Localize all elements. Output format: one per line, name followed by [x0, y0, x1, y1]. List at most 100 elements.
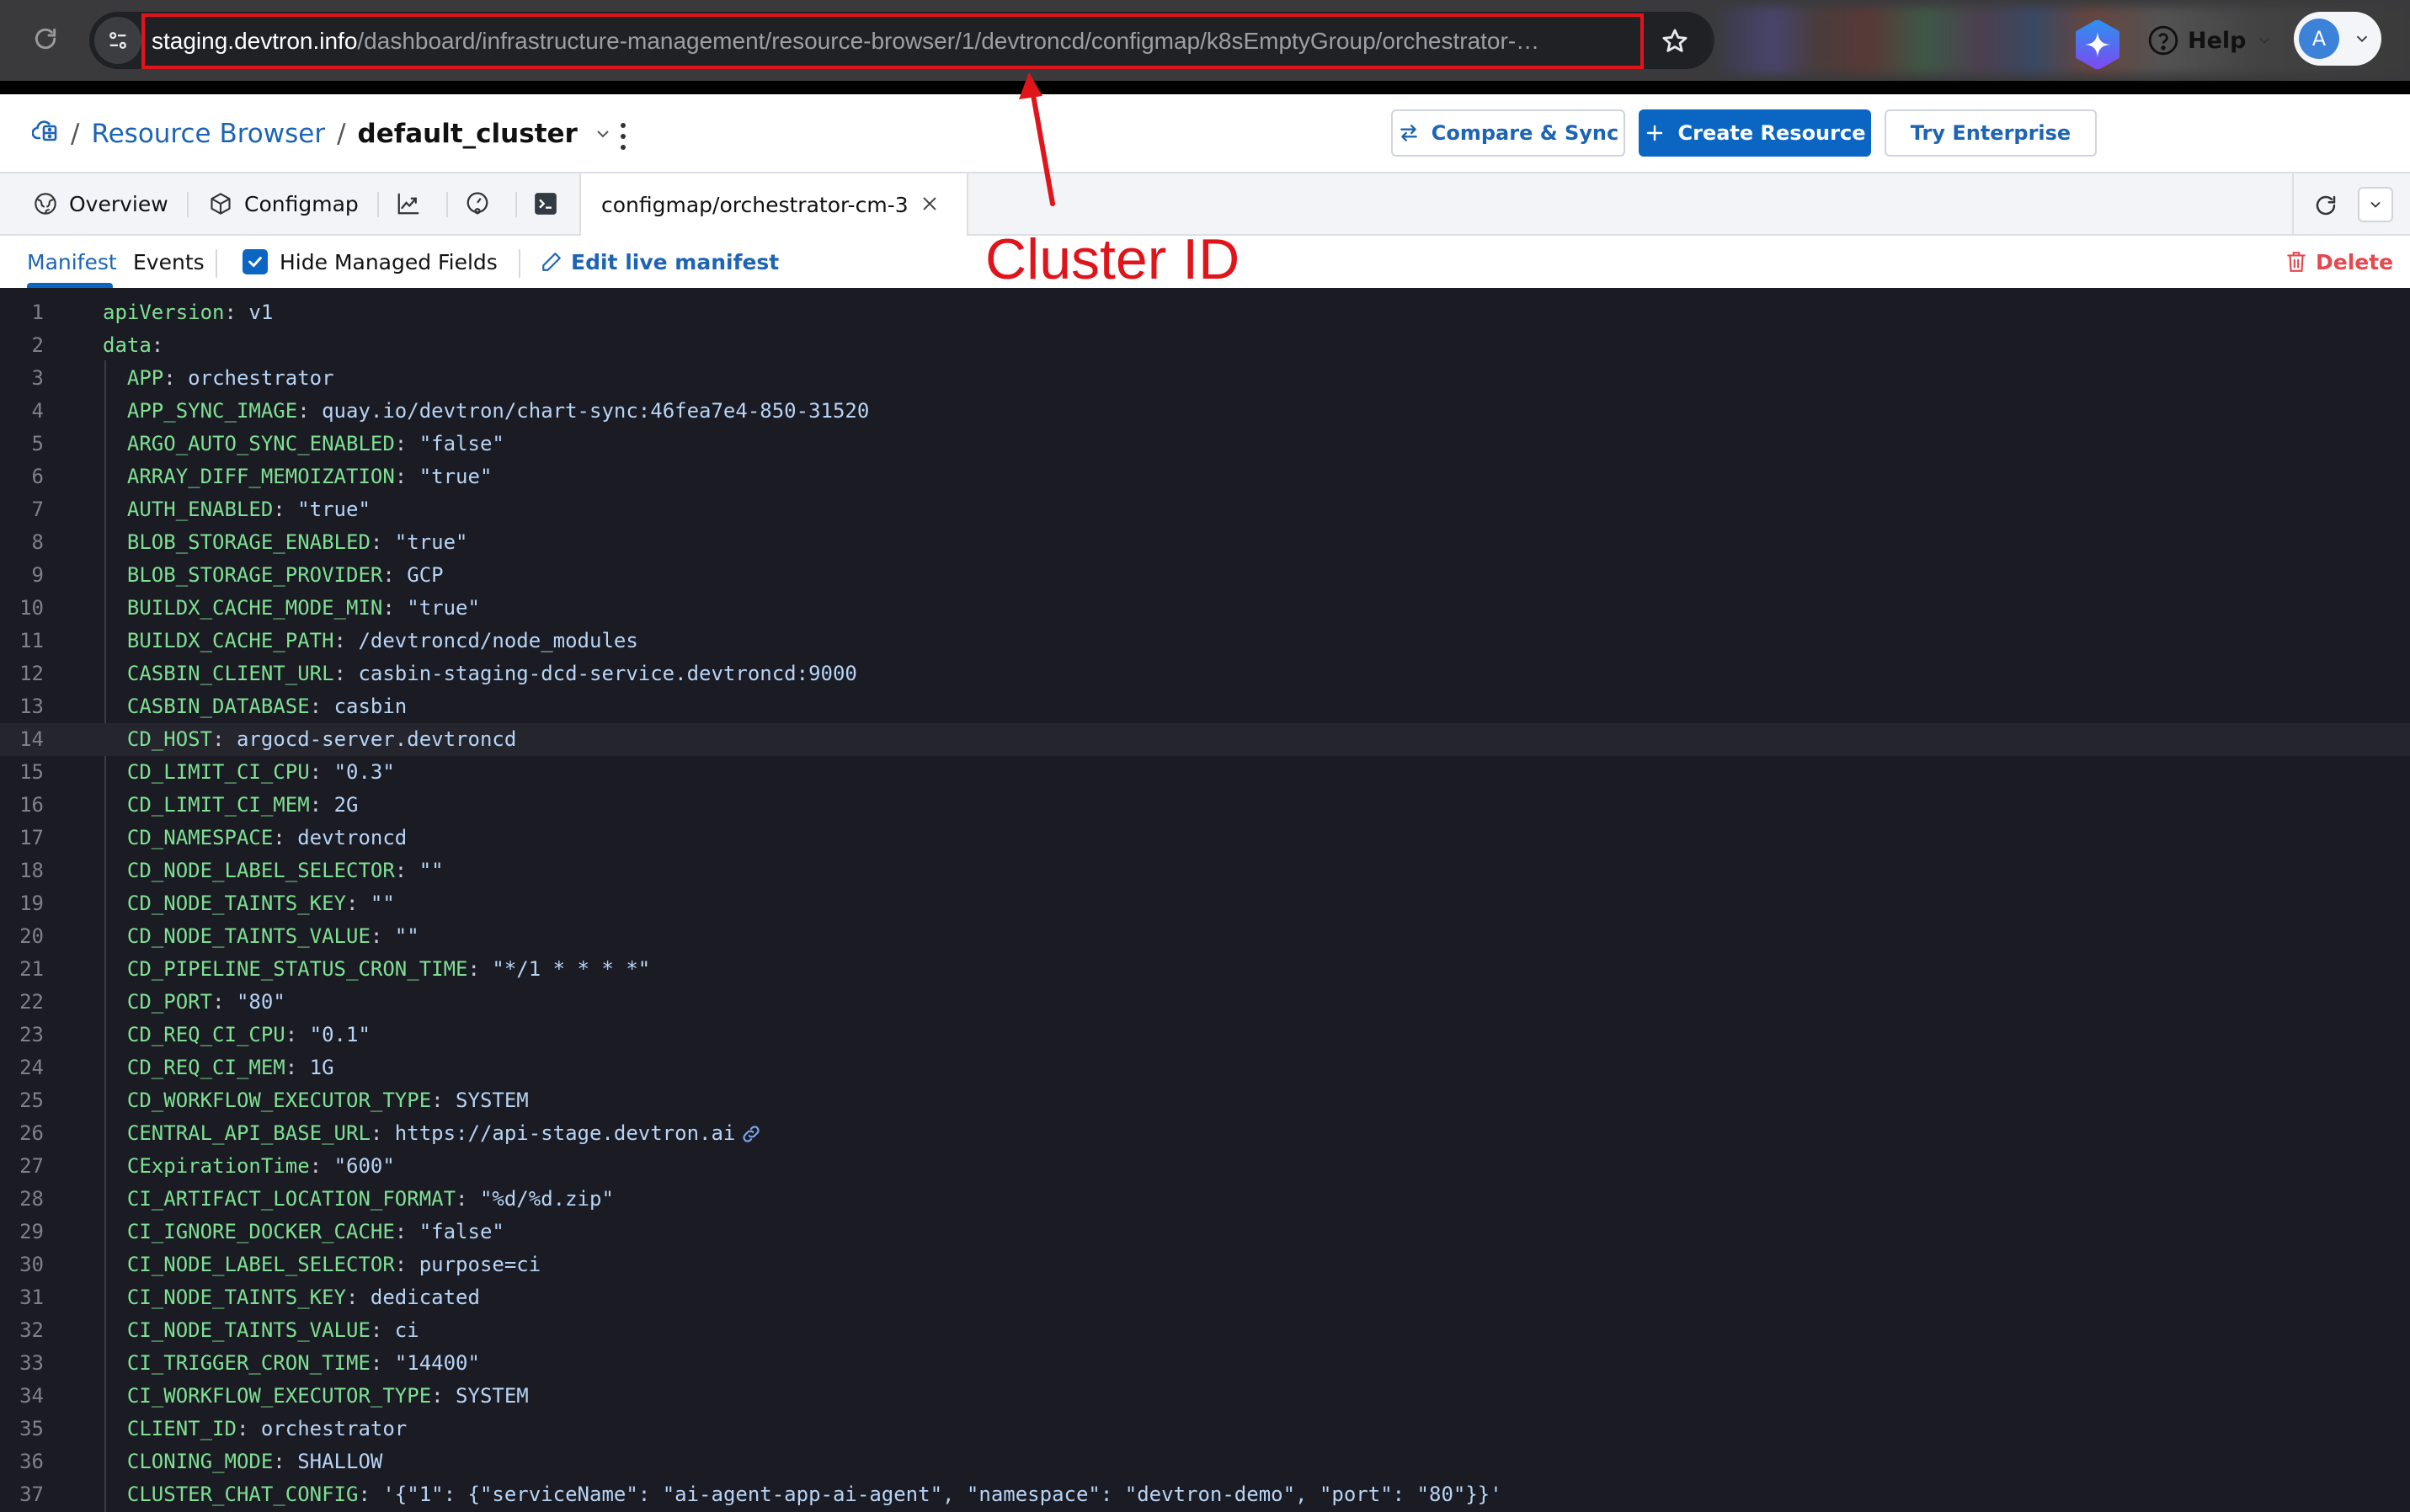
address-bar[interactable]	[89, 12, 1714, 69]
editor-line[interactable]: 5 ARGO_AUTO_SYNC_ENABLED: "false"	[0, 428, 2410, 461]
tab-manifest[interactable]: Manifest	[27, 249, 117, 274]
editor-line[interactable]: 20 CD_NODE_TAINTS_VALUE: ""	[0, 920, 2410, 953]
editor-line[interactable]: 26 CENTRAL_API_BASE_URL: https://api-sta…	[0, 1117, 2410, 1150]
yaml-value: devtroncd	[297, 826, 408, 849]
indent	[103, 1154, 127, 1178]
yaml-key: CD_HOST	[126, 727, 213, 751]
editor-line[interactable]: 6 ARRAY_DIFF_MEMOIZATION: "true"	[0, 461, 2410, 493]
line-number: 29	[19, 1220, 44, 1243]
cluster-icon[interactable]	[31, 118, 59, 150]
yaml-value: "true"	[407, 596, 480, 620]
chevron-down-icon[interactable]	[593, 124, 613, 144]
yaml-colon: :	[370, 1121, 395, 1145]
yaml-key: CD_PORT	[126, 990, 213, 1014]
line-number: 14	[19, 727, 44, 751]
hide-managed-fields-checkbox[interactable]	[243, 249, 268, 274]
yaml-colon: :	[297, 399, 323, 423]
yaml-colon: :	[224, 301, 249, 324]
editor-line[interactable]: 4 APP_SYNC_IMAGE: quay.io/devtron/chart-…	[0, 395, 2410, 428]
yaml-colon: :	[212, 727, 237, 751]
editor-line[interactable]: 19 CD_NODE_TAINTS_KEY: ""	[0, 887, 2410, 920]
yaml-colon: :	[431, 1089, 456, 1112]
hide-managed-fields-label[interactable]: Hide Managed Fields	[280, 249, 498, 274]
tab-monitoring[interactable]	[396, 173, 421, 234]
compare-sync-button[interactable]: Compare & Sync	[1391, 109, 1625, 157]
refresh-button[interactable]	[2309, 189, 2343, 222]
tab-terminal[interactable]	[534, 173, 557, 234]
editor-line[interactable]: 31 CI_NODE_TAINTS_KEY: dedicated	[0, 1281, 2410, 1314]
tab-events[interactable]: Events	[133, 249, 205, 274]
bookmark-button[interactable]	[1656, 22, 1694, 61]
indent	[103, 859, 127, 882]
editor-line[interactable]: 7 AUTH_ENABLED: "true"	[0, 493, 2410, 526]
yaml-value: ci	[394, 1318, 419, 1342]
try-enterprise-button[interactable]: Try Enterprise	[1885, 109, 2097, 157]
cluster-selector[interactable]: default_cluster	[357, 119, 578, 149]
line-number: 15	[19, 760, 44, 784]
editor-line[interactable]: 10 BUILDX_CACHE_MODE_MIN: "true"	[0, 592, 2410, 625]
editor-line[interactable]: 8 BLOB_STORAGE_ENABLED: "true"	[0, 526, 2410, 559]
tab-configmap-label: Configmap	[244, 191, 359, 216]
editor-line[interactable]: 23 CD_REQ_CI_CPU: "0.1"	[0, 1019, 2410, 1051]
editor-line[interactable]: 15 CD_LIMIT_CI_CPU: "0.3"	[0, 756, 2410, 789]
editor-line[interactable]: 25 CD_WORKFLOW_EXECUTOR_TYPE: SYSTEM	[0, 1084, 2410, 1117]
code-content: APP: orchestrator	[103, 362, 334, 395]
delete-button[interactable]: Delete	[2285, 236, 2393, 288]
editor-line[interactable]: 27 CExpirationTime: "600"	[0, 1150, 2410, 1183]
more-options-button[interactable]	[613, 120, 633, 153]
yaml-value[interactable]: https://api-stage.devtron.ai	[394, 1121, 736, 1145]
breadcrumb-resource-browser[interactable]: Resource Browser	[91, 119, 326, 149]
editor-line[interactable]: 34 CI_WORKFLOW_EXECUTOR_TYPE: SYSTEM	[0, 1380, 2410, 1413]
yaml-colon: :	[273, 1450, 298, 1473]
link-icon[interactable]	[740, 1123, 762, 1145]
tab-cluster-health[interactable]	[465, 173, 490, 234]
editor-line[interactable]: 21 CD_PIPELINE_STATUS_CRON_TIME: "*/1 * …	[0, 953, 2410, 986]
manifest-toolbar: Manifest Events Hide Managed Fields Edit…	[0, 236, 2410, 288]
editor-line[interactable]: 35 CLIENT_ID: orchestrator	[0, 1413, 2410, 1445]
editor-line[interactable]: 11 BUILDX_CACHE_PATH: /devtroncd/node_mo…	[0, 625, 2410, 658]
editor-line[interactable]: 30 CI_NODE_LABEL_SELECTOR: purpose=ci	[0, 1248, 2410, 1281]
editor-line[interactable]: 32 CI_NODE_TAINTS_VALUE: ci	[0, 1314, 2410, 1347]
tab-configmap-orchestrator[interactable]: configmap/orchestrator-cm-3	[579, 173, 968, 236]
tabs-dropdown-button[interactable]	[2358, 187, 2393, 222]
editor-line[interactable]: 12 CASBIN_CLIENT_URL: casbin-staging-dcd…	[0, 658, 2410, 690]
yaml-key: CLUSTER_CHAT_CONFIG	[126, 1483, 359, 1506]
help-menu[interactable]: Help	[2147, 17, 2274, 64]
close-tab-button[interactable]	[918, 192, 941, 216]
editor-line[interactable]: 16 CD_LIMIT_CI_MEM: 2G	[0, 789, 2410, 822]
edit-live-manifest-button[interactable]: Edit live manifest	[541, 236, 779, 288]
delete-label: Delete	[2316, 249, 2394, 274]
editor-line[interactable]: 3 APP: orchestrator	[0, 362, 2410, 395]
code-content: CI_ARTIFACT_LOCATION_FORMAT: "%d/%d.zip"	[103, 1183, 614, 1216]
ai-assistant-button[interactable]	[2073, 19, 2122, 70]
create-resource-button[interactable]: Create Resource	[1639, 109, 1871, 157]
line-number: 28	[19, 1187, 44, 1211]
editor-line[interactable]: 33 CI_TRIGGER_CRON_TIME: "14400"	[0, 1347, 2410, 1380]
editor-line[interactable]: 18 CD_NODE_LABEL_SELECTOR: ""	[0, 854, 2410, 887]
browser-reload-button[interactable]	[29, 22, 62, 56]
yaml-value: "600"	[333, 1154, 395, 1178]
editor-line[interactable]: 37 CLUSTER_CHAT_CONFIG: '{"1": {"service…	[0, 1478, 2410, 1511]
editor-line[interactable]: 29 CI_IGNORE_DOCKER_CACHE: "false"	[0, 1216, 2410, 1248]
tab-configmap[interactable]: Configmap	[209, 173, 359, 234]
editor-line[interactable]: 17 CD_NAMESPACE: devtroncd	[0, 822, 2410, 854]
editor-line[interactable]: 36 CLONING_MODE: SHALLOW	[0, 1445, 2410, 1478]
yaml-key: CExpirationTime	[126, 1154, 310, 1178]
editor-line[interactable]: 9 BLOB_STORAGE_PROVIDER: GCP	[0, 559, 2410, 592]
editor-line[interactable]: 28 CI_ARTIFACT_LOCATION_FORMAT: "%d/%d.z…	[0, 1183, 2410, 1216]
indent	[103, 498, 127, 521]
editor-line[interactable]: 22 CD_PORT: "80"	[0, 986, 2410, 1019]
editor-line[interactable]: 24 CD_REQ_CI_MEM: 1G	[0, 1051, 2410, 1084]
site-info-button[interactable]	[94, 17, 141, 64]
yaml-key: CD_LIMIT_CI_CPU	[126, 760, 310, 784]
editor-line[interactable]: 13 CASBIN_DATABASE: casbin	[0, 690, 2410, 723]
user-menu[interactable]: A	[2294, 12, 2381, 66]
tab-overview[interactable]: Overview	[34, 173, 168, 234]
indent	[103, 1056, 127, 1079]
url-field[interactable]: staging.devtron.info/dashboard/infrastru…	[141, 13, 1644, 69]
code-content: CI_NODE_TAINTS_KEY: dedicated	[103, 1281, 480, 1314]
editor-line[interactable]: 14 CD_HOST: argocd-server.devtroncd	[0, 723, 2410, 756]
